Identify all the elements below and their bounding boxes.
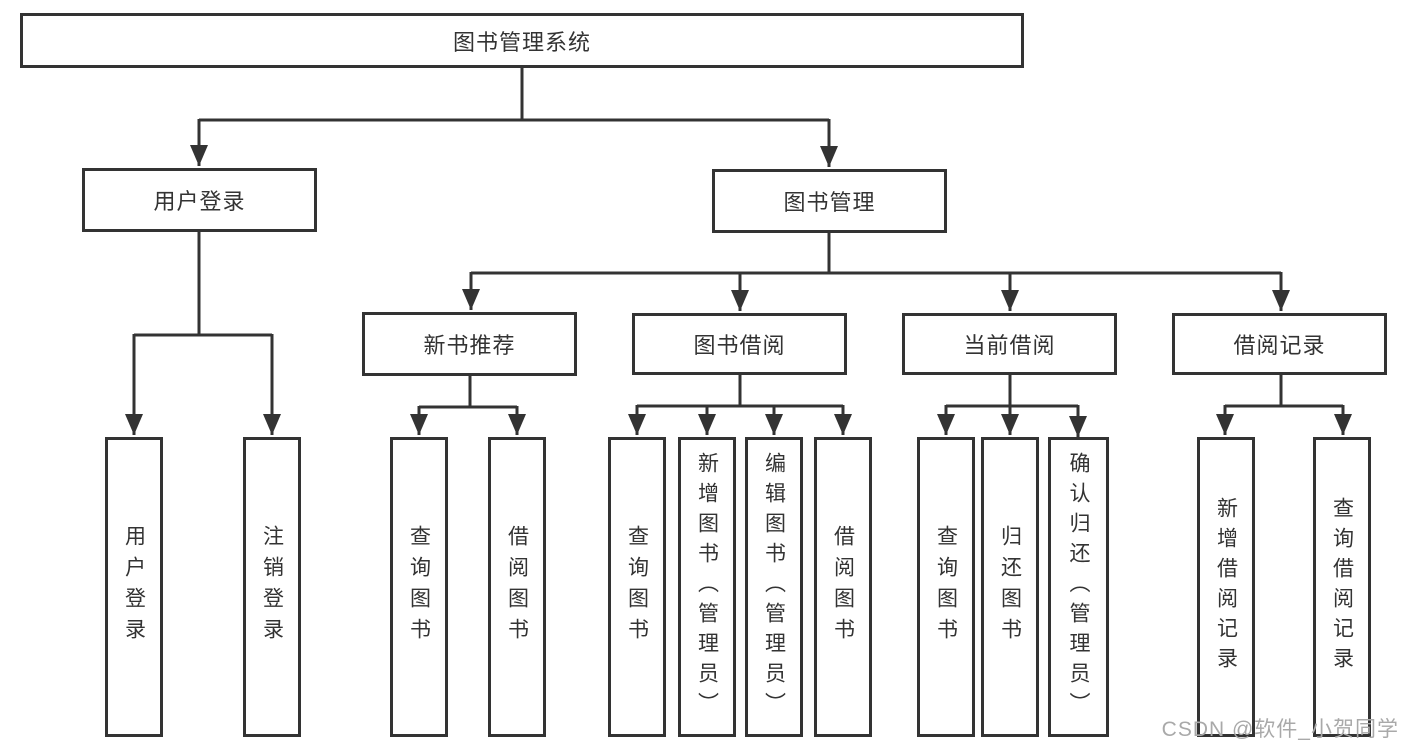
node-borrow-records: 借阅记录: [1172, 313, 1387, 375]
leaf-query-books-recommend: 查询图书: [390, 437, 448, 737]
leaf-label: 查询借阅记录: [1330, 497, 1354, 677]
leaf-user-login: 用户登录: [105, 437, 163, 737]
leaf-edit-books-admin: 编辑图书（管理员）: [745, 437, 803, 737]
leaf-borrow-books: 借阅图书: [814, 437, 872, 737]
leaf-label: 新增借阅记录: [1214, 497, 1238, 677]
leaf-label: 借阅图书: [831, 525, 855, 649]
leaf-query-books-current: 查询图书: [917, 437, 975, 737]
leaf-query-books-borrow: 查询图书: [608, 437, 666, 737]
leaf-query-borrow-record: 查询借阅记录: [1313, 437, 1371, 737]
leaf-label: 借阅图书: [505, 525, 529, 649]
node-book-management: 图书管理: [712, 169, 947, 233]
csdn-watermark: CSDN @软件_小贺同学: [1161, 718, 1399, 741]
leaf-add-books-admin: 新增图书（管理员）: [678, 437, 736, 737]
node-new-book-recommend: 新书推荐: [362, 312, 577, 376]
leaf-label: 查询图书: [407, 525, 431, 649]
leaf-logout: 注销登录: [243, 437, 301, 737]
node-current-borrow: 当前借阅: [902, 313, 1117, 375]
leaf-borrow-books-recommend: 借阅图书: [488, 437, 546, 737]
leaf-label: 用户登录: [122, 525, 146, 649]
leaf-add-borrow-record: 新增借阅记录: [1197, 437, 1255, 737]
leaf-label: 编辑图书（管理员）: [762, 452, 786, 722]
node-root: 图书管理系统: [20, 13, 1024, 68]
leaf-label: 确认归还（管理员）: [1067, 452, 1090, 722]
leaf-return-books: 归还图书: [981, 437, 1039, 737]
leaf-label: 归还图书: [998, 525, 1022, 649]
leaf-label: 新增图书（管理员）: [695, 452, 719, 722]
node-book-borrow: 图书借阅: [632, 313, 847, 375]
leaf-label: 查询图书: [625, 525, 649, 649]
leaf-label: 查询图书: [934, 525, 958, 649]
leaf-label: 注销登录: [260, 525, 284, 649]
node-user-login: 用户登录: [82, 168, 317, 232]
leaf-confirm-return-admin: 确认归还（管理员）: [1048, 437, 1109, 737]
